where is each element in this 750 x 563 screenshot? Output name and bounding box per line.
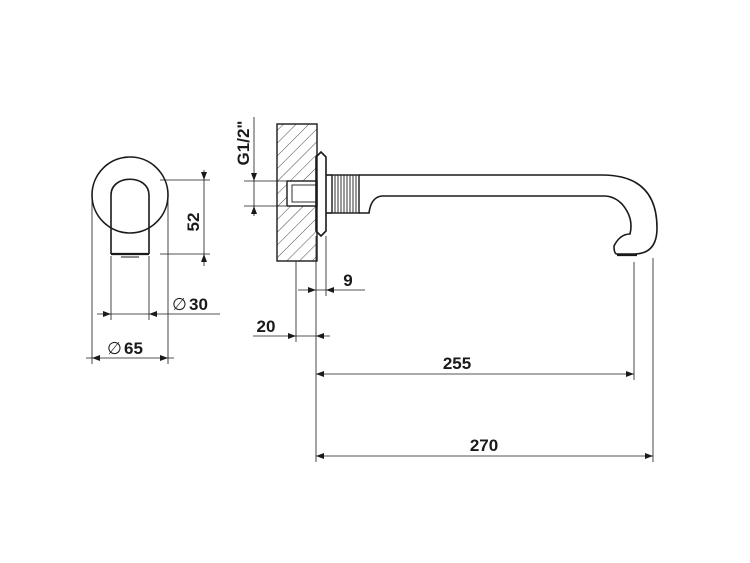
rosette-diameter-label: 65 [124, 339, 143, 358]
side-view: G1/2" 9 20 255 270 [234, 117, 658, 462]
projection-total-label: 270 [470, 436, 498, 455]
wall-offset-label: 20 [257, 317, 276, 336]
spout-arm [359, 174, 658, 255]
collar-knurling [334, 175, 357, 213]
spout-diameter-label: 30 [189, 295, 208, 314]
projection-inner-label: 255 [443, 354, 471, 373]
spout-profile [110, 178, 150, 254]
height-dimension-label: 52 [184, 213, 203, 232]
diameter-symbol: ∅ [172, 295, 187, 315]
thread-dimension-label: G1/2" [234, 121, 253, 166]
front-view: 52 ∅ 30 ∅ 65 [86, 156, 220, 364]
threaded-collar [331, 174, 360, 214]
rosette-depth-label: 9 [343, 271, 352, 290]
rosette-flange [315, 150, 327, 238]
rosette-outline [91, 156, 169, 234]
diameter-symbol: ∅ [107, 339, 122, 359]
